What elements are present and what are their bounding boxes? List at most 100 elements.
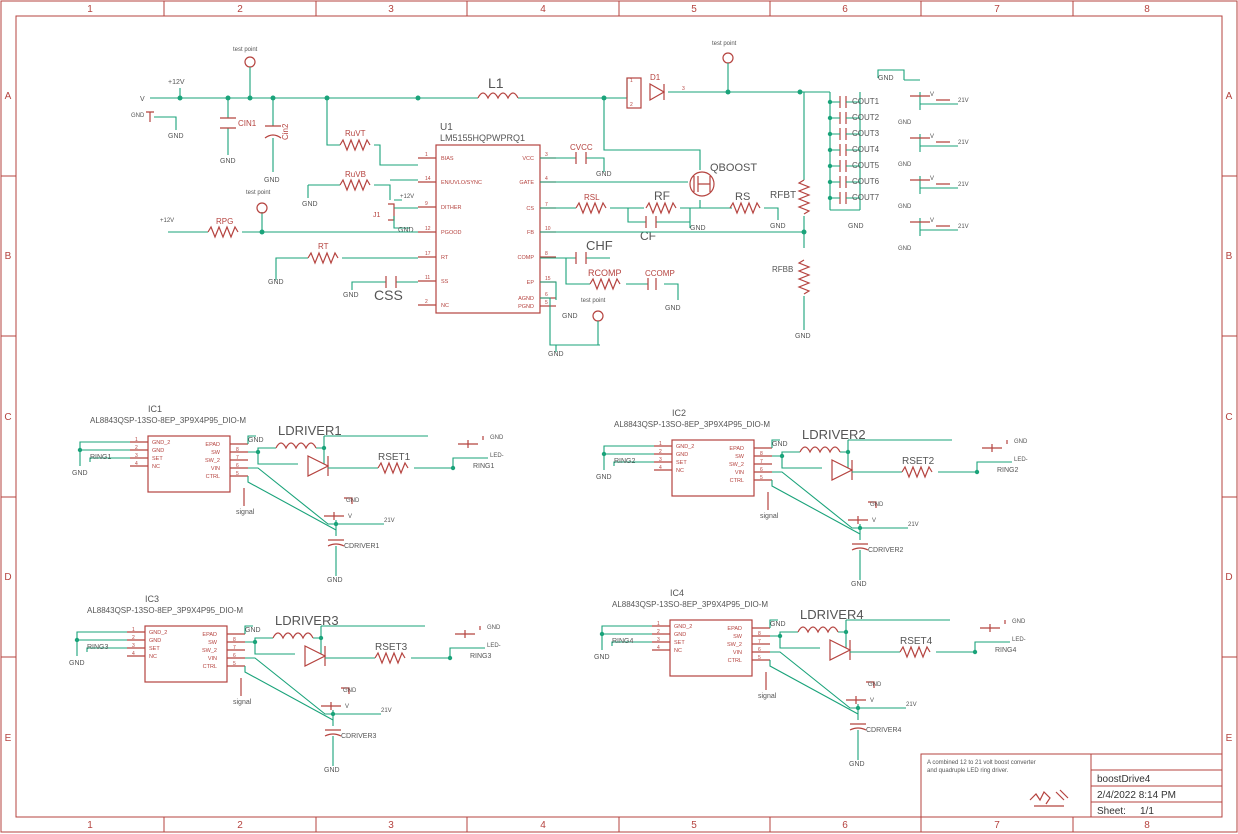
driver-lpin-1-3: NC — [152, 464, 160, 470]
row-label-c: C — [4, 412, 11, 423]
driver-diode-icon-2 — [831, 459, 854, 481]
driver-rpin-4-1: SW — [733, 634, 743, 640]
u1-name: U1 — [440, 122, 453, 133]
driver-rpinnum-3-2: 7 — [233, 645, 236, 651]
led-driver-1: IC1AL8843QSP-13SO-8EP_3P9X4P95_DIO-MGND_… — [72, 404, 504, 584]
svg-text:2: 2 — [630, 102, 633, 108]
driver-v-3: V — [345, 704, 349, 710]
driver-rpin-4-4: CTRL — [728, 658, 742, 664]
driver-ring-right-1: RING1 — [473, 463, 495, 470]
driver-lpin-3-0: GND_2 — [149, 630, 167, 636]
driver-rpin-4-0: EPAD — [727, 626, 742, 632]
driver-lpinnum-4-1: 2 — [657, 629, 660, 635]
driver-rpin-4-3: VIN — [733, 650, 742, 656]
row-label-b: B — [5, 251, 12, 262]
svg-text:1: 1 — [630, 78, 633, 84]
gnd-label-cf: GND — [690, 225, 706, 232]
driver-lpinnum-3-3: 4 — [132, 651, 135, 657]
driver-rset-2: RSET2 — [902, 456, 935, 467]
rcomp-label: RCOMP — [588, 268, 622, 278]
driver-rpinnum-2-4: 5 — [760, 475, 763, 481]
u1-rpinnum-5: 15 — [545, 276, 551, 282]
driver-rpin-2-3: VIN — [735, 470, 744, 476]
d1-diode-icon — [649, 82, 666, 102]
driver-cap-gnd-1: GND — [327, 577, 343, 584]
driver-lpin-2-2: SET — [676, 460, 687, 466]
driver-rpin-3-0: EPAD — [202, 632, 217, 638]
u1-pin-4: RT — [441, 255, 449, 261]
cout-label-1: COUT1 — [852, 97, 880, 106]
u1-pinnum-1: 14 — [425, 176, 431, 182]
driver-rpinnum-4-3: 6 — [758, 647, 761, 653]
cin1-label: CIN1 — [238, 119, 257, 128]
driver-rpin-1-4: CTRL — [206, 474, 220, 480]
col-label-2: 2 — [237, 4, 243, 15]
title-name: boostDrive4 — [1097, 774, 1151, 785]
driver-v-4: V — [870, 698, 874, 704]
out-gnd-1: GND — [898, 162, 912, 168]
driver-rpinnum-2-1: 8 — [760, 451, 763, 457]
cout-label-5: COUT5 — [852, 161, 880, 170]
driver-part-4: AL8843QSP-13SO-8EP_3P9X4P95_DIO-M — [612, 600, 768, 609]
out-21v-0: 21V — [958, 98, 969, 104]
driver-rset-4: RSET4 — [900, 636, 933, 647]
u1-body — [435, 144, 541, 314]
d1-label: D1 — [650, 73, 661, 82]
driver-epad-gnd-4: GND — [770, 621, 786, 628]
row-label-c-right: C — [1225, 412, 1232, 423]
gnd-label-couts: GND — [848, 223, 864, 230]
driver-lpinnum-4-0: 1 — [657, 621, 660, 627]
j1-12v-label: +12V — [400, 194, 414, 200]
driver-rpin-3-2: SW_2 — [202, 648, 217, 654]
driver-epad-gnd-1: GND — [248, 437, 264, 444]
driver-lpinnum-4-2: 3 — [657, 637, 660, 643]
driver-signal-3: signal — [233, 699, 252, 706]
u1-rpinnum-2: 7 — [545, 202, 548, 208]
driver-rpinnum-2-2: 7 — [760, 459, 763, 465]
gnd-label-cvcc: GND — [596, 171, 612, 178]
driver-ic-name-4: IC4 — [670, 588, 684, 598]
rsl-label: RSL — [584, 193, 600, 202]
driver-led-minus-3: LED- — [487, 643, 501, 649]
u1-rpin-2: CS — [526, 206, 534, 212]
rfbb-resistor — [797, 259, 811, 295]
driver-led-minus-1: LED- — [490, 453, 504, 459]
input-gnd-label: GND — [131, 113, 145, 119]
chf-label: CHF — [586, 238, 613, 253]
gnd-label-ep: GND — [562, 313, 578, 320]
qboost-mosfet-icon — [689, 171, 715, 197]
u1-rpin-4: COMP — [518, 255, 535, 261]
rt-label: RT — [318, 242, 329, 251]
testpoint-4-icon — [592, 310, 604, 322]
u1-rpinnum-3: 10 — [545, 226, 551, 232]
row-label-d-right: D — [1225, 572, 1232, 583]
driver-diode-icon-1 — [307, 455, 330, 477]
driver-lpin-4-3: NC — [674, 648, 682, 654]
title-description-2: and quadruple LED ring driver. — [927, 768, 1009, 774]
svg-text:3: 3 — [682, 86, 685, 92]
driver-rpinnum-4-2: 7 — [758, 639, 761, 645]
driver-lpin-4-1: GND — [674, 632, 686, 638]
driver-mid-gnd-4: GND — [868, 682, 882, 688]
col-label-8-bottom: 8 — [1144, 820, 1150, 831]
gnd-label-ccomp: GND — [665, 305, 681, 312]
driver-v-2: V — [872, 518, 876, 524]
gnd-label-j1: GND — [398, 227, 414, 234]
driver-rpinnum-3-4: 5 — [233, 661, 236, 667]
row-label-b-right: B — [1226, 251, 1233, 262]
driver-rset-3: RSET3 — [375, 642, 408, 653]
driver-inductor-3 — [272, 632, 314, 640]
driver-part-2: AL8843QSP-13SO-8EP_3P9X4P95_DIO-M — [614, 420, 770, 429]
cout-label-2: COUT2 — [852, 113, 880, 122]
ruvt-label: RuVT — [345, 129, 366, 138]
rs-label: RS — [735, 191, 750, 203]
gnd-label-pgnd: GND — [548, 351, 564, 358]
driver-signal-1: signal — [236, 509, 255, 516]
u1-rpinnum-6: 6 — [545, 292, 548, 298]
driver-ic-body-3 — [144, 625, 228, 683]
driver-rpinnum-3-3: 6 — [233, 653, 236, 659]
u1-rpinnum-1: 4 — [545, 176, 548, 182]
driver-lpin-2-1: GND — [676, 452, 688, 458]
l1-inductor — [477, 92, 519, 100]
